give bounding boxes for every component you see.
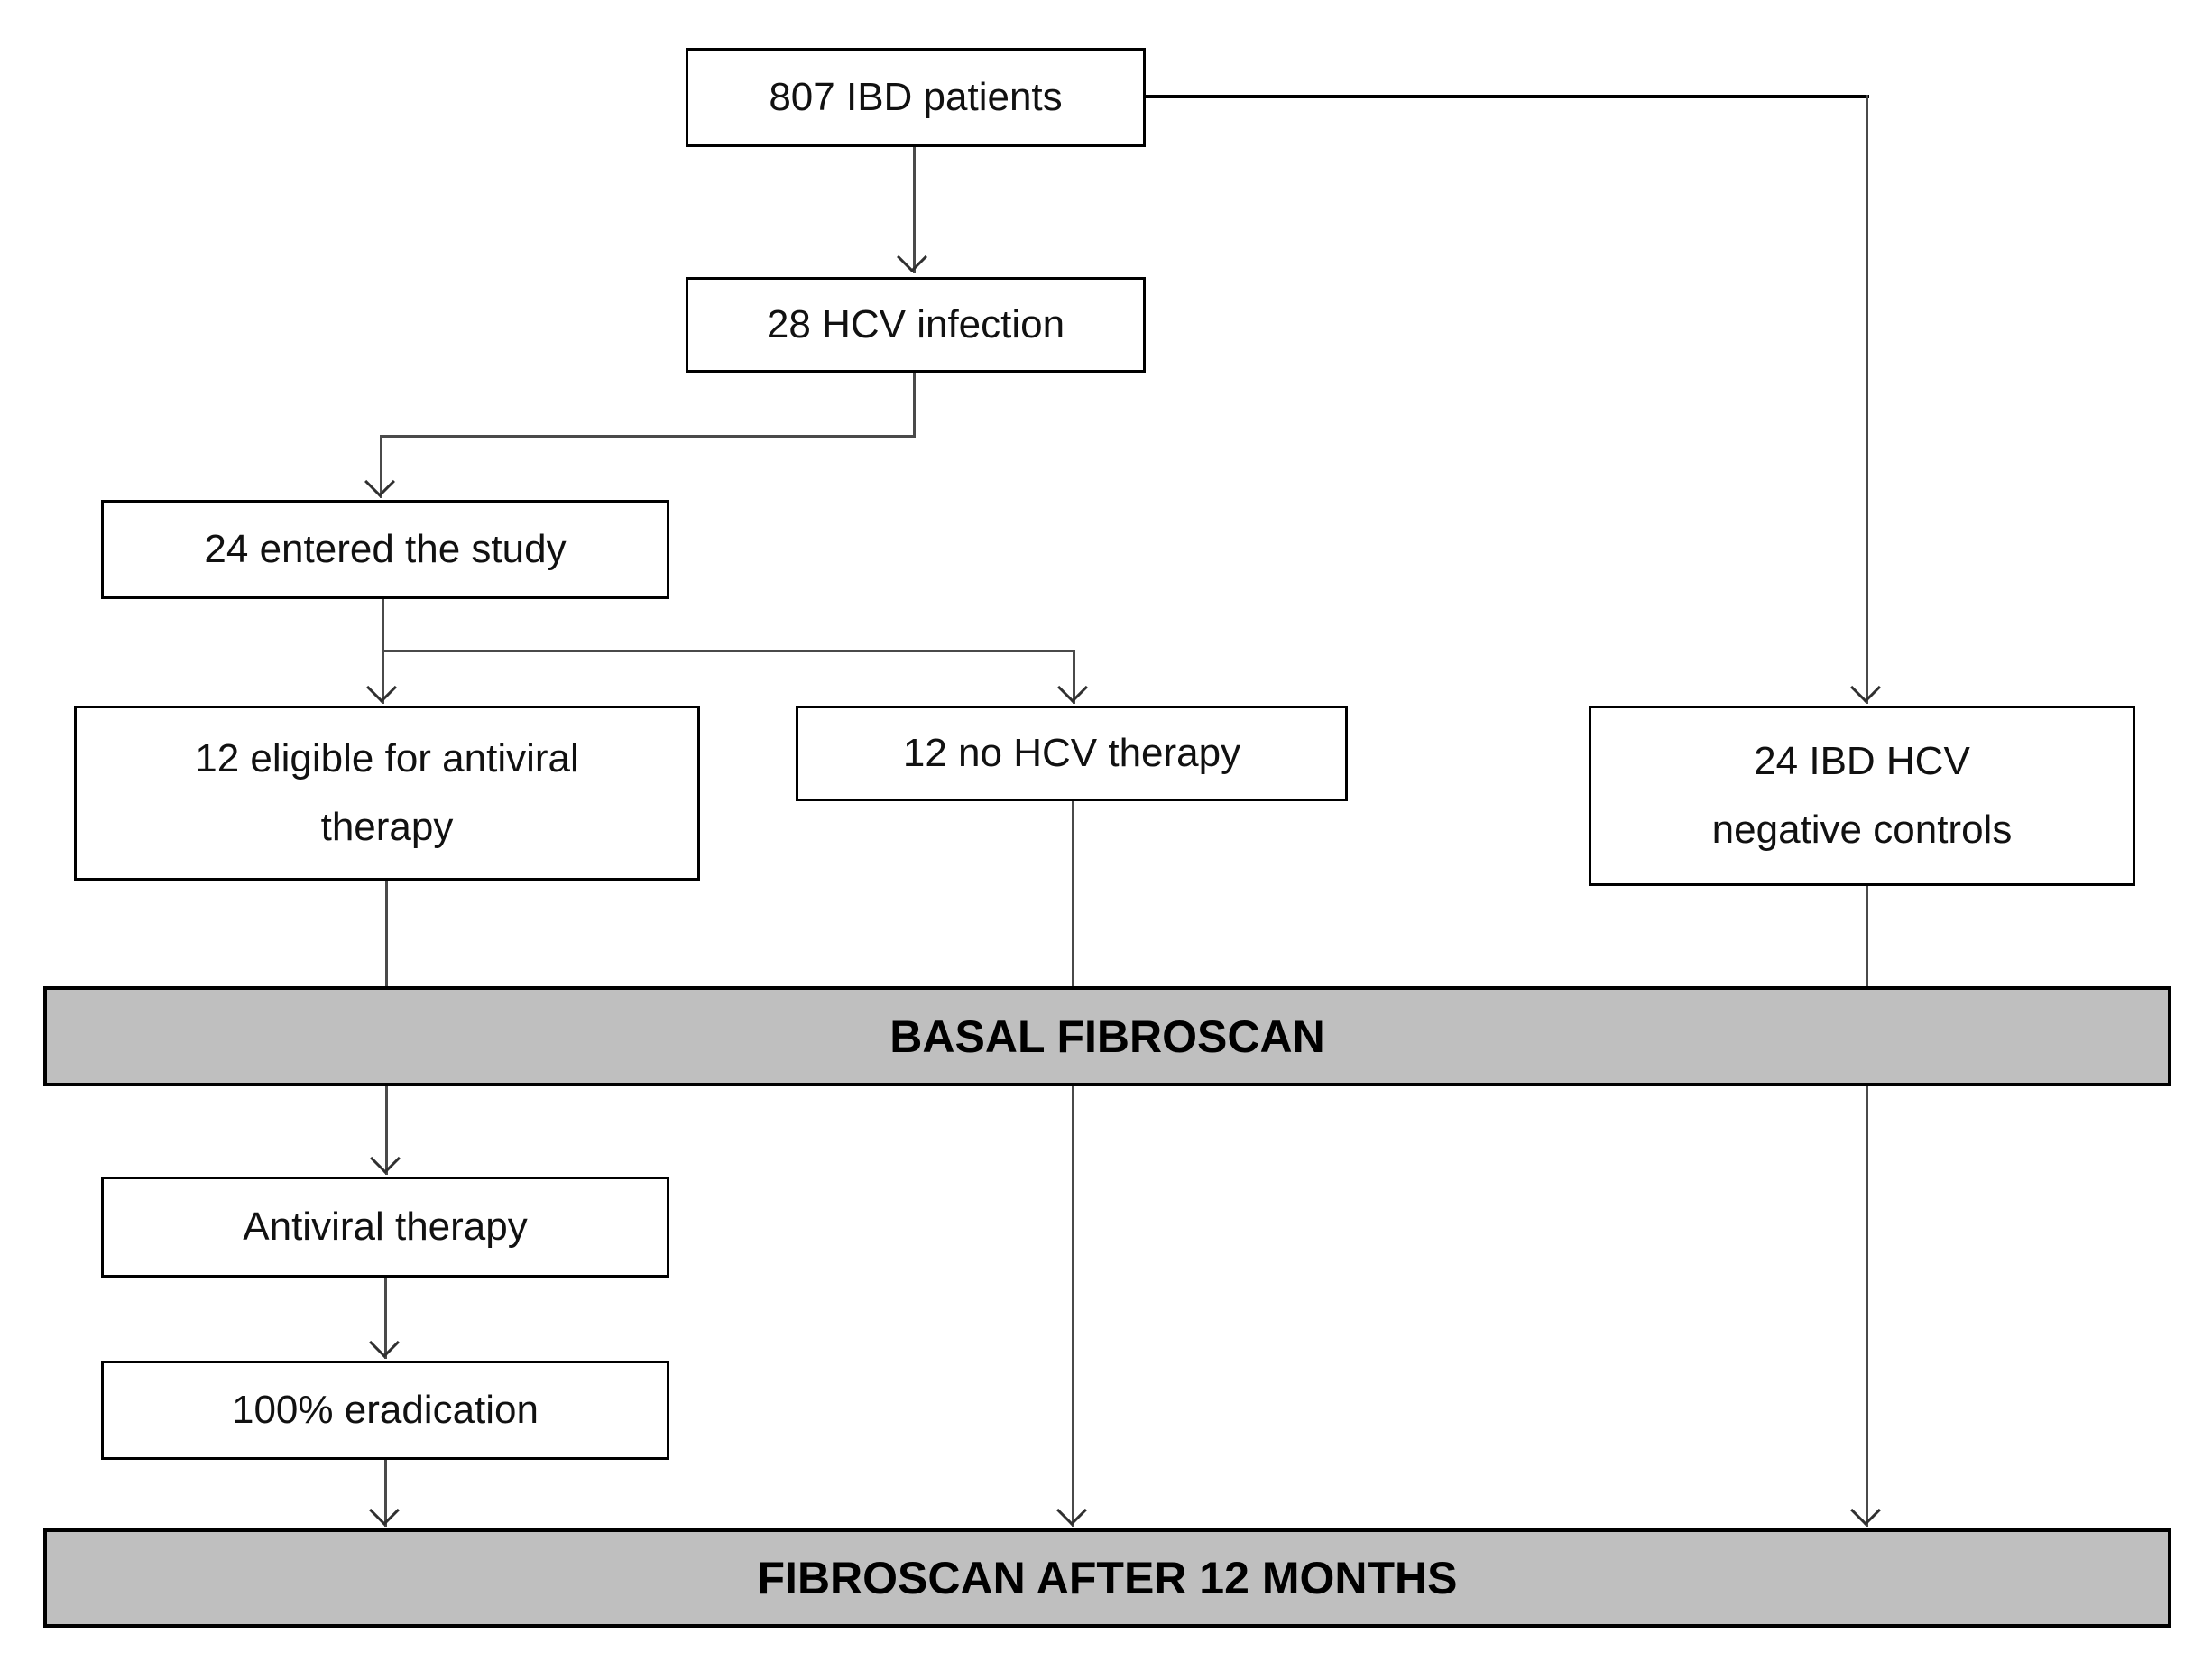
node-ibd-patients: 807 IBD patients	[686, 48, 1146, 147]
arrowhead-to-entered-study	[364, 466, 395, 497]
connector-hcv-elbow-horizontal	[382, 435, 916, 438]
arrowhead-to-eligible	[366, 672, 397, 703]
arrowhead-to-antiviral	[370, 1143, 401, 1174]
node-entered-study: 24 entered the study	[101, 500, 669, 599]
arrowhead-right-to-fibroscan12	[1850, 1495, 1881, 1526]
arrowhead-to-no-therapy	[1057, 672, 1088, 703]
connector-branch-to-no-therapy	[1073, 650, 1075, 704]
connector-controls-to-basal	[1866, 886, 1868, 986]
arrowhead-middle-to-fibroscan12	[1056, 1495, 1087, 1526]
connector-branch-horizontal	[382, 650, 1075, 652]
connector-antiviral-to-eradication	[384, 1278, 387, 1359]
node-eligible-antiviral: 12 eligible for antiviral therapy	[74, 706, 700, 881]
connector-middle-basal-to-fibroscan12	[1072, 1086, 1074, 1527]
node-ibd-hcv-negative-controls: 24 IBD HCV negative controls	[1589, 706, 2135, 886]
connector-no-therapy-to-basal	[1072, 801, 1074, 986]
node-no-hcv-therapy: 12 no HCV therapy	[796, 706, 1348, 801]
connector-ibd-to-hcv	[913, 147, 916, 273]
connector-basal-to-antiviral	[385, 1086, 388, 1175]
arrowhead-ibd-to-hcv	[897, 242, 927, 272]
connector-eligible-to-basal	[385, 881, 388, 986]
arrowhead-to-eradication	[369, 1327, 400, 1358]
node-antiviral-therapy: Antiviral therapy	[101, 1177, 669, 1278]
band-basal-fibroscan: BASAL FIBROSCAN	[43, 986, 2171, 1086]
node-eradication: 100% eradication	[101, 1361, 669, 1460]
node-hcv-infection: 28 HCV infection	[686, 277, 1146, 373]
connector-ibd-to-controls-vertical	[1866, 95, 1868, 704]
connector-ibd-to-controls-horizontal	[1146, 95, 1869, 98]
connector-eradication-to-fibroscan12	[384, 1460, 387, 1527]
connector-hcv-elbow-to-entered	[380, 435, 382, 498]
connector-hcv-elbow-down	[913, 373, 916, 438]
band-fibroscan-after-12-months: FIBROSCAN AFTER 12 MONTHS	[43, 1528, 2171, 1628]
arrowhead-to-negative-controls	[1850, 672, 1881, 703]
connector-right-basal-to-fibroscan12	[1866, 1086, 1868, 1527]
arrowhead-left-to-fibroscan12	[369, 1495, 400, 1526]
